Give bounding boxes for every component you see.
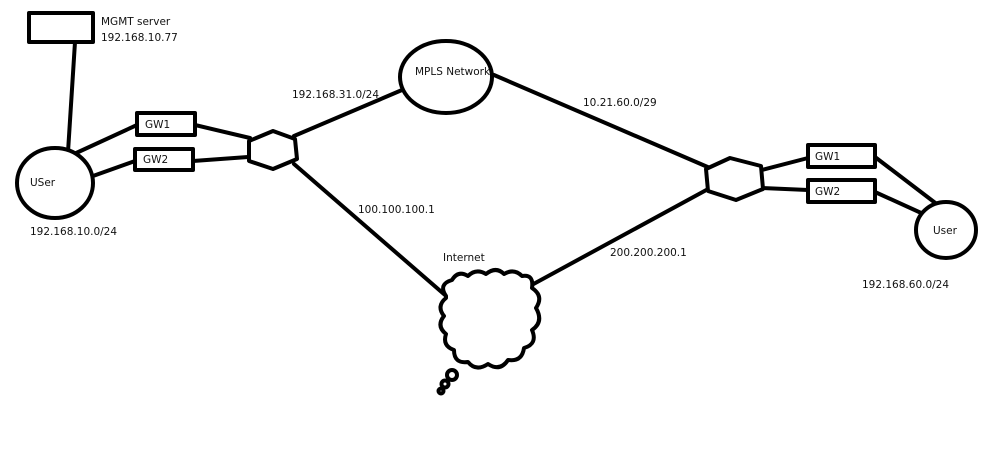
link-mpls-switch-right — [492, 73, 712, 170]
link-gw1-user-right — [873, 155, 940, 207]
link-switch-gw2-right — [760, 186, 810, 192]
link-switch-gw1-right — [760, 156, 810, 172]
switch-hexagon-left — [247, 129, 299, 171]
mpls-right-link-label: 10.21.60.0/29 — [583, 97, 657, 109]
internet-right-link-label: 200.200.200.1 — [610, 247, 687, 259]
gw1-box-left — [135, 111, 197, 137]
user-label-right: User — [933, 225, 958, 237]
gw2-label-left: GW2 — [143, 154, 168, 166]
gw2-box-right — [806, 178, 877, 204]
mpls-network-node — [398, 39, 494, 115]
gw1-box-right — [806, 143, 877, 169]
user-node-right — [914, 200, 978, 260]
mpls-network-label: MPLS Network — [415, 66, 491, 78]
mgmt-server-ip: 192.168.10.77 — [101, 32, 178, 44]
internet-left-link-label: 100.100.100.1 — [358, 204, 435, 216]
mgmt-server-label: MGMT server — [101, 16, 171, 28]
link-user-gw2-left — [91, 159, 137, 178]
internet-cloud-icon — [436, 268, 542, 396]
gw2-label-right: GW2 — [815, 186, 840, 198]
link-gw1-switch-left — [193, 123, 252, 140]
mgmt-server-box — [27, 11, 95, 44]
link-internet-switch-right — [526, 186, 712, 289]
internet-label: Internet — [443, 252, 485, 264]
switch-hexagon-right — [704, 156, 765, 202]
user-node-left — [15, 146, 95, 220]
mpls-left-link-label: 192.168.31.0/24 — [292, 89, 379, 101]
gw1-label-right: GW1 — [815, 151, 840, 163]
link-gw2-switch-left — [191, 155, 250, 163]
link-user-gw1-left — [72, 123, 139, 156]
user-label-left: USer — [30, 177, 56, 189]
link-switch-mpls-left — [292, 88, 404, 138]
gw1-label-left: GW1 — [145, 119, 170, 131]
gw2-box-left — [133, 147, 195, 172]
link-mgmt-user — [66, 40, 77, 154]
subnet-label-right: 192.168.60.0/24 — [862, 279, 949, 291]
subnet-label-left: 192.168.10.0/24 — [30, 226, 117, 238]
link-switch-internet-left — [292, 162, 447, 297]
